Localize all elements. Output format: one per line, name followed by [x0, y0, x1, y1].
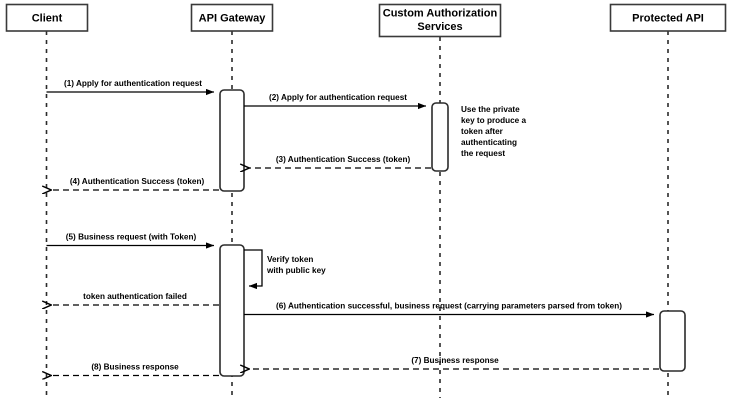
- message-8-business-response[interactable]: (8) Business response: [51, 363, 219, 376]
- self-message-verify-token-line1: Verify token: [267, 255, 313, 264]
- message-7-business-response[interactable]: (7) Business response: [249, 356, 659, 369]
- lifeline-head-api-gateway[interactable]: API Gateway: [190, 3, 274, 32]
- lifeline-label-client: Client: [32, 13, 63, 25]
- lifeline-head-custom-auth[interactable]: Custom Authorization Services: [378, 3, 502, 38]
- lifeline-label-api-gateway: API Gateway: [199, 13, 267, 25]
- message-1-label: (1) Apply for authentication request: [64, 79, 202, 88]
- lifeline-label-protected-api: Protected API: [632, 13, 704, 25]
- note-private-key-line5: the request: [461, 149, 505, 158]
- activation-custom-auth: [431, 102, 449, 172]
- note-private-key-line1: Use the private: [461, 105, 520, 114]
- note-private-key-line2: key to produce a: [461, 116, 527, 125]
- activation-protected-api: [659, 310, 686, 372]
- message-2-apply-for-authentication-request[interactable]: (2) Apply for authentication request: [244, 93, 427, 110]
- self-message-verify-token-line2: with public key: [266, 266, 326, 275]
- activation-api-gateway-business: [219, 244, 245, 377]
- message-5-label: (5) Business request (with Token): [66, 233, 197, 242]
- note-private-key-line3: token after: [461, 127, 504, 136]
- message-token-authentication-failed[interactable]: token authentication failed: [51, 292, 219, 305]
- lifeline-head-protected-api[interactable]: Protected API: [609, 3, 727, 32]
- message-8-label: (8) Business response: [91, 363, 179, 372]
- message-6-label: (6) Authentication successful, business …: [276, 302, 622, 311]
- lifeline-label-custom-auth-line1: Custom Authorization: [383, 8, 498, 20]
- lifeline-label-custom-auth-line2: Services: [417, 21, 462, 33]
- lifeline-head-client[interactable]: Client: [5, 3, 89, 32]
- message-3-label: (3) Authentication Success (token): [276, 155, 411, 164]
- message-5-business-request-with-token[interactable]: (5) Business request (with Token): [46, 233, 215, 249]
- message-4-label: (4) Authentication Success (token): [70, 177, 205, 186]
- message-1-apply-for-authentication-request[interactable]: (1) Apply for authentication request: [46, 79, 215, 96]
- message-token-authentication-failed-label: token authentication failed: [83, 292, 187, 301]
- message-3-authentication-success-token[interactable]: (3) Authentication Success (token): [249, 155, 431, 168]
- message-6-authentication-successful-business-request[interactable]: (6) Authentication successful, business …: [244, 302, 655, 318]
- message-2-label: (2) Apply for authentication request: [269, 93, 407, 102]
- message-4-authentication-success-token[interactable]: (4) Authentication Success (token): [51, 177, 219, 190]
- note-private-key: Use the private key to produce a token a…: [461, 105, 527, 158]
- note-private-key-line4: authenticating: [461, 138, 517, 147]
- activation-api-gateway-auth: [219, 89, 245, 192]
- message-7-label: (7) Business response: [411, 356, 499, 365]
- self-message-verify-token[interactable]: Verify token with public key: [244, 249, 326, 290]
